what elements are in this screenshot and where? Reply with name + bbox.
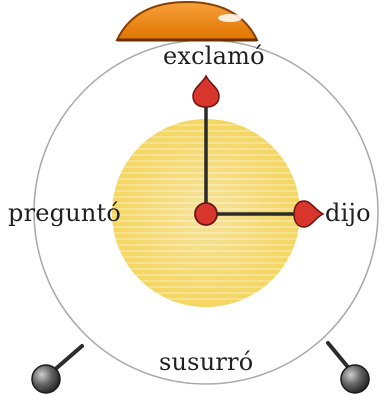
label-left: preguntó bbox=[8, 201, 121, 225]
right-foot bbox=[341, 365, 369, 393]
center-pin bbox=[195, 203, 217, 225]
bell bbox=[117, 2, 257, 40]
left-leg bbox=[52, 346, 82, 372]
label-right: dijo bbox=[325, 201, 371, 225]
left-foot bbox=[32, 365, 60, 393]
label-top: exclamó bbox=[163, 44, 265, 68]
label-bottom: susurró bbox=[159, 350, 253, 374]
